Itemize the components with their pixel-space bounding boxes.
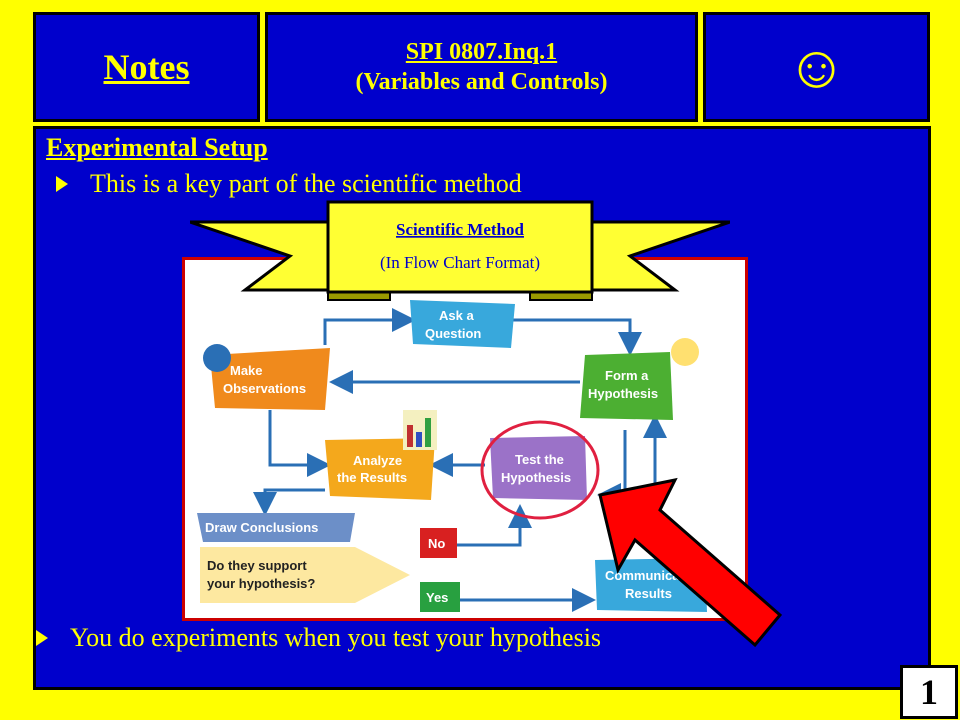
flow-node-test-hypothesis: Test the Hypothesis (480, 420, 600, 520)
notes-header: Notes (33, 12, 260, 122)
connector-observe-analyze (268, 410, 331, 477)
spi-header: SPI 0807.Inq.1 (Variables and Controls) (265, 12, 698, 122)
spi-code: SPI 0807.Inq.1 (405, 39, 558, 65)
flow-node-analyze-results: Analyze the Results (325, 410, 437, 500)
bullet-row-1: This is a key part of the scientific met… (56, 169, 522, 199)
notes-title: Notes (103, 47, 190, 87)
section-title: Experimental Setup (46, 133, 268, 162)
flow-node-support-question: Do they support your hypothesis? (200, 547, 410, 603)
observe-line-1: Make (230, 363, 263, 378)
banner-title: Scientific Method (396, 220, 524, 239)
connector-analyze-conclusions (253, 488, 325, 516)
connector-ask-hypothesis (510, 318, 642, 356)
observe-line-2: Observations (223, 381, 306, 396)
support-line-2: your hypothesis? (207, 576, 315, 591)
hypothesis-line-1: Form a (605, 368, 649, 383)
banner-subtitle: (In Flow Chart Format) (380, 253, 540, 272)
bullet-row-2: You do experiments when you test your hy… (36, 623, 601, 653)
flow-node-ask-question: Ask a Question (410, 300, 515, 348)
ribbon-left-tail (189, 220, 330, 292)
support-line-1: Do they support (207, 558, 307, 573)
test-line-2: Hypothesis (501, 470, 571, 485)
flow-node-draw-conclusions: Draw Conclusions (197, 513, 355, 542)
red-pointer-arrow-icon (598, 477, 783, 648)
communicate-line-2: Results (625, 586, 672, 601)
analyze-line-1: Analyze (353, 453, 402, 468)
bar-chart-icon (403, 410, 437, 450)
flow-node-make-observations: Make Observations (203, 344, 330, 410)
spi-subtitle: (Variables and Controls) (355, 69, 608, 95)
analyze-line-2: the Results (337, 470, 407, 485)
flow-node-no: No (420, 528, 457, 558)
ask-line-2: Question (425, 326, 481, 341)
bullet-1-text: This is a key part of the scientific met… (90, 169, 522, 198)
flowchart-svg: Ask a Question Make Observations Form a … (197, 300, 707, 612)
ribbon-center (326, 200, 594, 294)
scientific-method-flowchart: Ask a Question Make Observations Form a … (182, 257, 748, 621)
smiley-header: ☺ (703, 12, 930, 122)
bullet-arrow-icon (36, 630, 48, 646)
smiley-icon: ☺ (785, 33, 848, 100)
flow-node-form-hypothesis: Form a Hypothesis (580, 338, 699, 420)
bullet-arrow-icon (56, 176, 68, 192)
test-line-1: Test the (515, 452, 564, 467)
lightbulb-icon (671, 338, 699, 366)
connector-observe-ask (323, 308, 416, 345)
page-number: 1 (900, 665, 958, 719)
eye-icon (203, 344, 231, 372)
hypothesis-line-2: Hypothesis (588, 386, 658, 401)
bullet-2-text: You do experiments when you test your hy… (70, 623, 602, 652)
no-label: No (428, 536, 445, 551)
banner-ribbon-svg: Scientific Method (In Flow Chart Format) (189, 200, 731, 301)
flow-node-yes: Yes (420, 582, 460, 612)
highlight-circle (480, 420, 600, 520)
ask-line-1: Ask a (439, 308, 474, 323)
connector-no-test (455, 504, 532, 547)
conclusions-label: Draw Conclusions (205, 520, 318, 535)
ribbon-right-tail (590, 220, 731, 292)
yes-label: Yes (426, 590, 448, 605)
scientific-method-banner: Scientific Method (In Flow Chart Format) (189, 196, 731, 311)
